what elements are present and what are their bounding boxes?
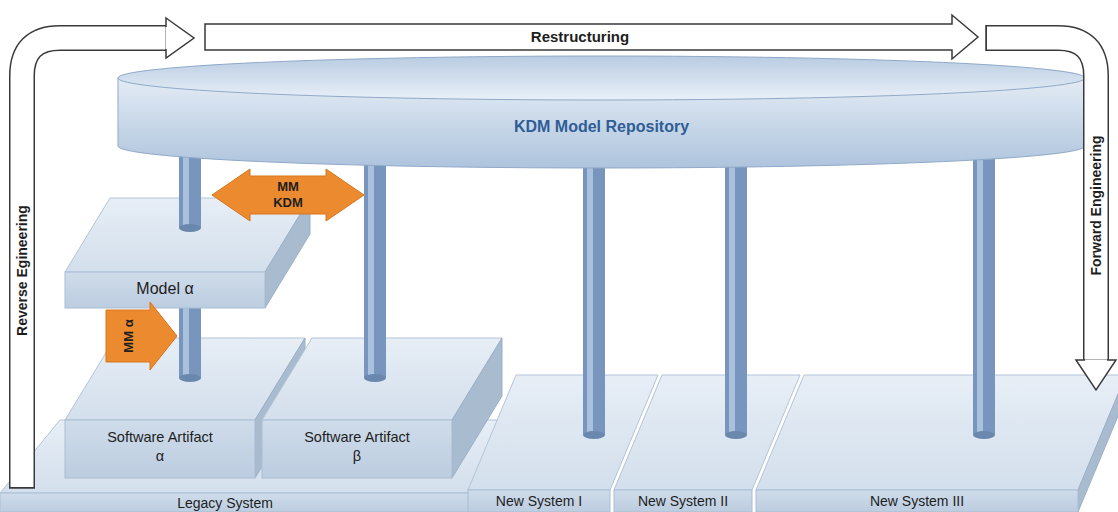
text-holder: KDM Model Repository	[118, 117, 1085, 137]
node-label: New System I	[468, 492, 610, 510]
pillar-foot	[973, 374, 995, 439]
node-label: Software Artifact β	[302, 428, 412, 466]
pillar-highlight	[729, 133, 735, 375]
node-label: New System III	[756, 492, 1078, 510]
artifact-block: Software Artifact β	[262, 338, 502, 478]
pillar-connector	[732, 133, 736, 375]
label-holder: Restructuring	[430, 28, 730, 46]
phase-label: Forward Engineering	[1088, 95, 1105, 315]
block-outline	[262, 338, 502, 478]
disk-outline	[118, 56, 1085, 168]
metamodel-label: MM α	[121, 306, 137, 366]
reverse-engineering-arrow	[9, 18, 194, 488]
block-front-face	[468, 490, 610, 512]
node-label: New System II	[614, 492, 752, 510]
pillar-foot	[179, 197, 201, 232]
node-label: Model α	[65, 279, 265, 299]
restructuring-arrow	[205, 15, 978, 59]
pillar-foot	[179, 337, 201, 382]
disk-top	[118, 56, 1085, 100]
label-holder: Forward Engineering	[1088, 95, 1105, 315]
block-front-face	[262, 420, 452, 478]
node-label: KDM Model Repository	[118, 117, 1085, 137]
pillar-connector	[590, 133, 594, 375]
text-holder: New System III	[756, 492, 1078, 510]
text-holder: Software Artifact β	[302, 428, 412, 466]
text-holder: Legacy System	[110, 494, 340, 512]
pillar-body	[973, 133, 995, 375]
text-holder: New System II	[614, 492, 752, 510]
block-side-face	[1078, 375, 1118, 512]
mm-kdm-arrow	[212, 169, 364, 221]
metamodel-label: MM KDM	[266, 179, 310, 211]
mm-alpha-arrow	[106, 302, 177, 370]
text-holder: Model α	[65, 279, 265, 299]
block-front-face	[65, 272, 265, 308]
pillar-body	[583, 133, 605, 375]
pillar-highlight	[977, 133, 983, 375]
block-front-face	[614, 490, 752, 512]
pillar-body	[725, 133, 747, 375]
forward-engineering-arrow	[986, 25, 1116, 390]
pillar-foot	[364, 337, 386, 382]
repository-disk: KDM Model Repository	[118, 56, 1085, 168]
pillar-foot	[725, 374, 747, 439]
process-arrow-label: Restructuring	[430, 28, 730, 46]
label-holder: MM α	[121, 306, 137, 366]
block-top-face	[756, 375, 1118, 490]
node-label: Legacy System	[110, 494, 340, 512]
pillar-connector	[980, 133, 984, 375]
block-front-face	[756, 490, 1078, 512]
text-holder: New System I	[468, 492, 610, 510]
block-outline	[756, 375, 1118, 512]
block-front-face	[65, 420, 255, 478]
phase-label: Reverse Egineering	[14, 160, 31, 380]
text-holder: Software Artifact α	[105, 428, 215, 466]
label-holder: Reverse Egineering	[14, 160, 31, 380]
label-holder: MM KDM	[266, 179, 310, 211]
system-slab: New System III	[756, 375, 1118, 512]
pillar-highlight	[587, 133, 593, 375]
pillar-foot	[583, 374, 605, 439]
node-label: Software Artifact α	[105, 428, 215, 466]
